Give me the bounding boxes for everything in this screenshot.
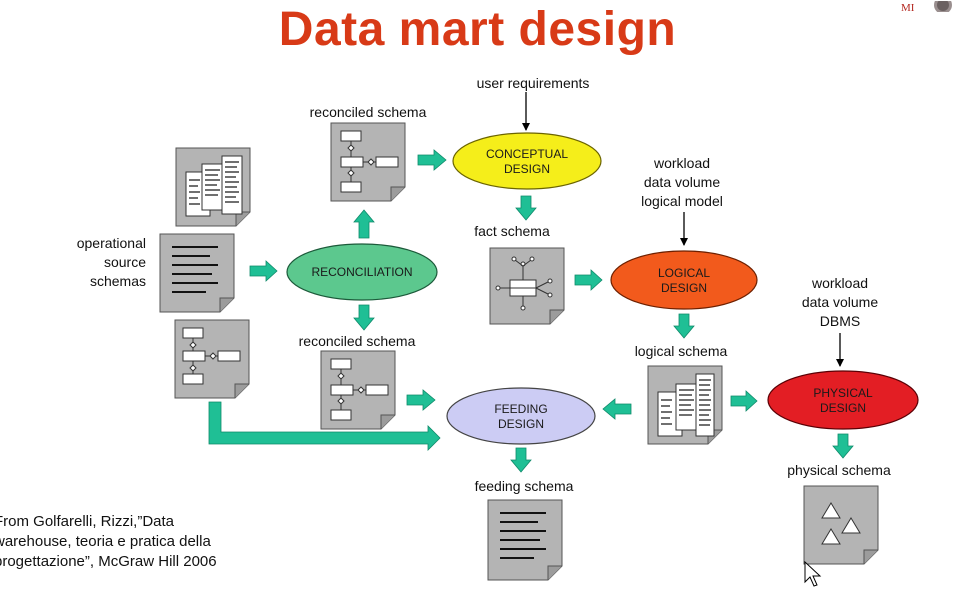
arrow-logical-to-physical	[730, 390, 758, 412]
arrow-logical-down	[673, 313, 695, 339]
logical-schema-label: logical schema	[635, 343, 728, 359]
citation-text: From Golfarelli, Rizzi,”Data warehouse, …	[0, 513, 217, 570]
reconciled-schema-doc-top	[330, 122, 406, 202]
reconciliation-label: RECONCILIATION	[311, 265, 412, 279]
user-requirements-label: user requirements	[477, 75, 590, 91]
logical-schema-doc	[647, 365, 723, 445]
fact-schema-label: fact schema	[474, 223, 550, 239]
reconciled-schema-bottom-label: reconciled schema	[299, 333, 416, 349]
arrow-physical-down	[832, 433, 854, 459]
page-title: Data mart design	[278, 3, 677, 56]
arrow-reconciled-to-conceptual	[417, 149, 447, 171]
arrow-op-to-reconciliation	[249, 260, 278, 282]
flow-arrows	[208, 149, 854, 473]
reconciliation-node: RECONCILIATION	[286, 243, 438, 301]
operational-schema-doc-2	[159, 233, 235, 313]
operational-schema-doc-1	[175, 147, 251, 227]
university-logo: MI	[877, 0, 955, 12]
operational-schema-doc-3	[174, 319, 250, 399]
feeding-schema-doc	[487, 499, 563, 581]
physical-schema-label: physical schema	[787, 462, 891, 478]
arrow-operational-to-feeding	[208, 401, 441, 451]
arrow-reconciliation-down	[353, 304, 375, 331]
mouse-pointer-icon	[804, 560, 822, 587]
reconciled-schema-top-label: reconciled schema	[310, 104, 427, 120]
physical-schema-doc	[803, 485, 879, 565]
arrow-reconciled-to-feeding	[406, 389, 436, 411]
logo-letters: MI	[901, 2, 915, 12]
arrow-conceptual-down	[515, 195, 537, 221]
arrow-logical-to-feeding	[602, 398, 632, 420]
arrow-reconciliation-up	[353, 209, 375, 239]
arrow-feeding-down	[510, 447, 532, 473]
reconciled-schema-doc-bottom	[320, 350, 396, 430]
arrow-fact-to-logical	[574, 269, 603, 291]
feeding-schema-label: feeding schema	[475, 478, 574, 494]
fact-schema-doc	[489, 247, 565, 325]
